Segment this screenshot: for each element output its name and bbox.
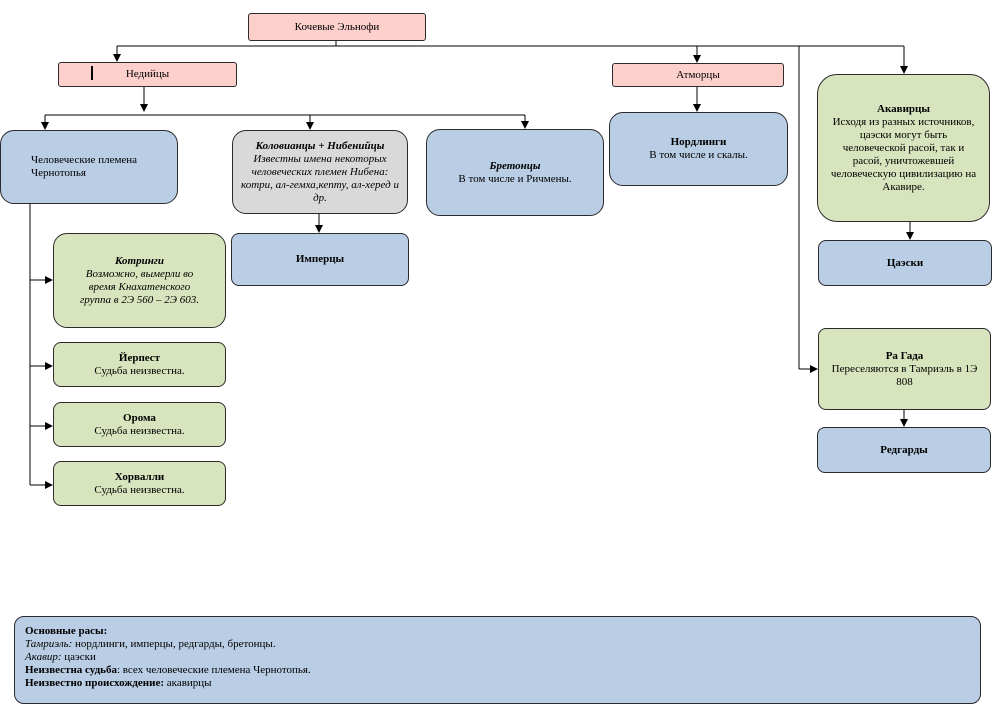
legend-text: акавирцы: [164, 677, 212, 689]
legend-label: Неизвестно происхождение:: [25, 677, 165, 689]
node-text: В том числе и скалы.: [649, 149, 748, 161]
legend-line-unknown-fate: Неизвестна судьба: всех человеческие пле…: [25, 664, 970, 677]
node-bretonci: Бретонцы В том числе и Ричмены.: [426, 129, 604, 216]
legend-heading: Основные расы:: [25, 625, 108, 637]
node-atmortsy: Атморцы: [612, 63, 784, 87]
legend-label: Акавир:: [25, 651, 62, 663]
node-horvalli: Хорвалли Судьба неизвестна.: [53, 461, 226, 506]
node-caeski: Цаэски: [818, 240, 992, 286]
node-title: Цаэски: [886, 256, 924, 269]
node-text: Известны имена некоторых человеческих пл…: [241, 152, 399, 204]
legend-line-akavir: Акавир: цаэски: [25, 651, 970, 664]
node-text: Человеческие племена Чернотопья: [31, 154, 138, 179]
node-text: В том числе и Ричмены.: [458, 172, 572, 185]
text-cursor: [91, 66, 93, 80]
node-nediytsy: Недийцы: [58, 62, 237, 87]
node-title: Хорвалли: [114, 470, 165, 483]
node-akavirci: Акавирцы Исходя из разных источников, ца…: [817, 74, 990, 222]
legend-label: Тамриэль:: [25, 638, 73, 650]
node-title: Бретонцы: [489, 159, 541, 172]
node-text: Исходя из разных источников, цаэски могу…: [830, 115, 977, 193]
node-title: Коловианцы + Нибенийцы: [255, 139, 385, 152]
node-title: Акавирцы: [877, 102, 930, 115]
node-ra-gada: Ра Гада Переселяются в Тамриэль в 1Э 808: [818, 328, 991, 410]
node-title: Йерпест: [118, 351, 161, 364]
legend-line-unknown-origin: Неизвестно происхождение: акавирцы: [25, 677, 970, 690]
legend-label: Неизвестна судьба: [25, 664, 117, 676]
node-title: Недийцы: [125, 68, 170, 80]
node-title: Котринги: [114, 254, 164, 267]
legend-text: : всех человеческие племена Чернотопья.: [116, 664, 311, 676]
node-chelovecheskie-plemena: Человеческие племена Чернотопья: [0, 130, 178, 204]
node-title: Орома: [123, 411, 156, 424]
node-kolovianci-nibeniytsy: Коловианцы + Нибенийцы Известны имена не…: [232, 130, 408, 214]
node-imperci: Имперцы: [231, 233, 409, 286]
node-text: Судьба неизвестна.: [94, 364, 185, 377]
node-title: Атморцы: [676, 68, 720, 81]
node-title: Нордлинги: [670, 136, 727, 148]
node-title: Кочевые Эльнофи: [294, 20, 380, 33]
node-text: Возможно, вымерли во время Кнахатенского…: [80, 267, 199, 306]
node-title: Редгарды: [880, 443, 928, 456]
legend-text: цаэски: [61, 651, 96, 663]
node-oroma: Орома Судьба неизвестна.: [53, 402, 226, 447]
legend-box: Основные расы: Тамриэль: нордлинги, импе…: [14, 616, 981, 704]
node-text: Судьба неизвестна.: [94, 483, 185, 496]
node-text: Переселяются в Тамриэль в 1Э 808: [831, 362, 978, 388]
node-kotringi: Котринги Возможно, вымерли во время Кнах…: [53, 233, 226, 328]
node-yerpest: Йерпест Судьба неизвестна.: [53, 342, 226, 387]
node-title: Ра Гада: [885, 349, 924, 362]
node-kochevye-elnofi: Кочевые Эльнофи: [248, 13, 426, 41]
node-nordlingi: Нордлинги В том числе и скалы.: [609, 112, 788, 186]
node-text: Судьба неизвестна.: [94, 424, 185, 437]
legend-line-tamriel: Тамриэль: нордлинги, имперцы, редгарды, …: [25, 638, 970, 651]
node-redgardy: Редгарды: [817, 427, 991, 473]
legend-text: нордлинги, имперцы, редгарды, бретонцы.: [72, 638, 276, 650]
node-title: Имперцы: [295, 253, 345, 265]
